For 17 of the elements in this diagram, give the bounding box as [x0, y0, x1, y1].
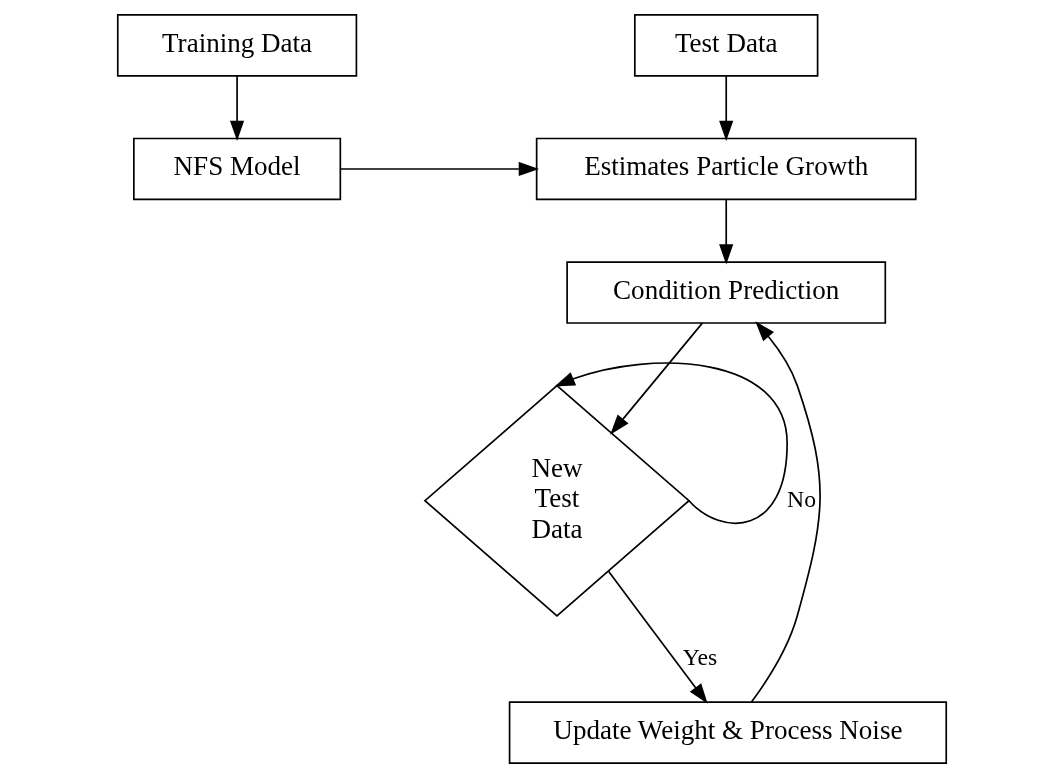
node-box: Update Weight & Process Noise [508, 701, 948, 764]
arrow [719, 198, 734, 265]
arrow [554, 362, 788, 524]
node-box: Test Data [633, 14, 819, 77]
arrow [750, 321, 821, 703]
node-box: Training Data [116, 14, 358, 77]
arrow [339, 161, 540, 177]
node-diamond: New Test Data [423, 384, 691, 617]
arrow [610, 322, 704, 435]
node-box: Estimates Particle Growth [535, 137, 917, 201]
arrow [229, 75, 245, 141]
edge-label: Yes [682, 644, 718, 671]
edge-label: No [787, 485, 816, 512]
node-box: Condition Prediction [566, 261, 887, 324]
arrow [607, 570, 708, 704]
arrow [719, 75, 734, 141]
node-box: NFS Model [133, 137, 342, 201]
